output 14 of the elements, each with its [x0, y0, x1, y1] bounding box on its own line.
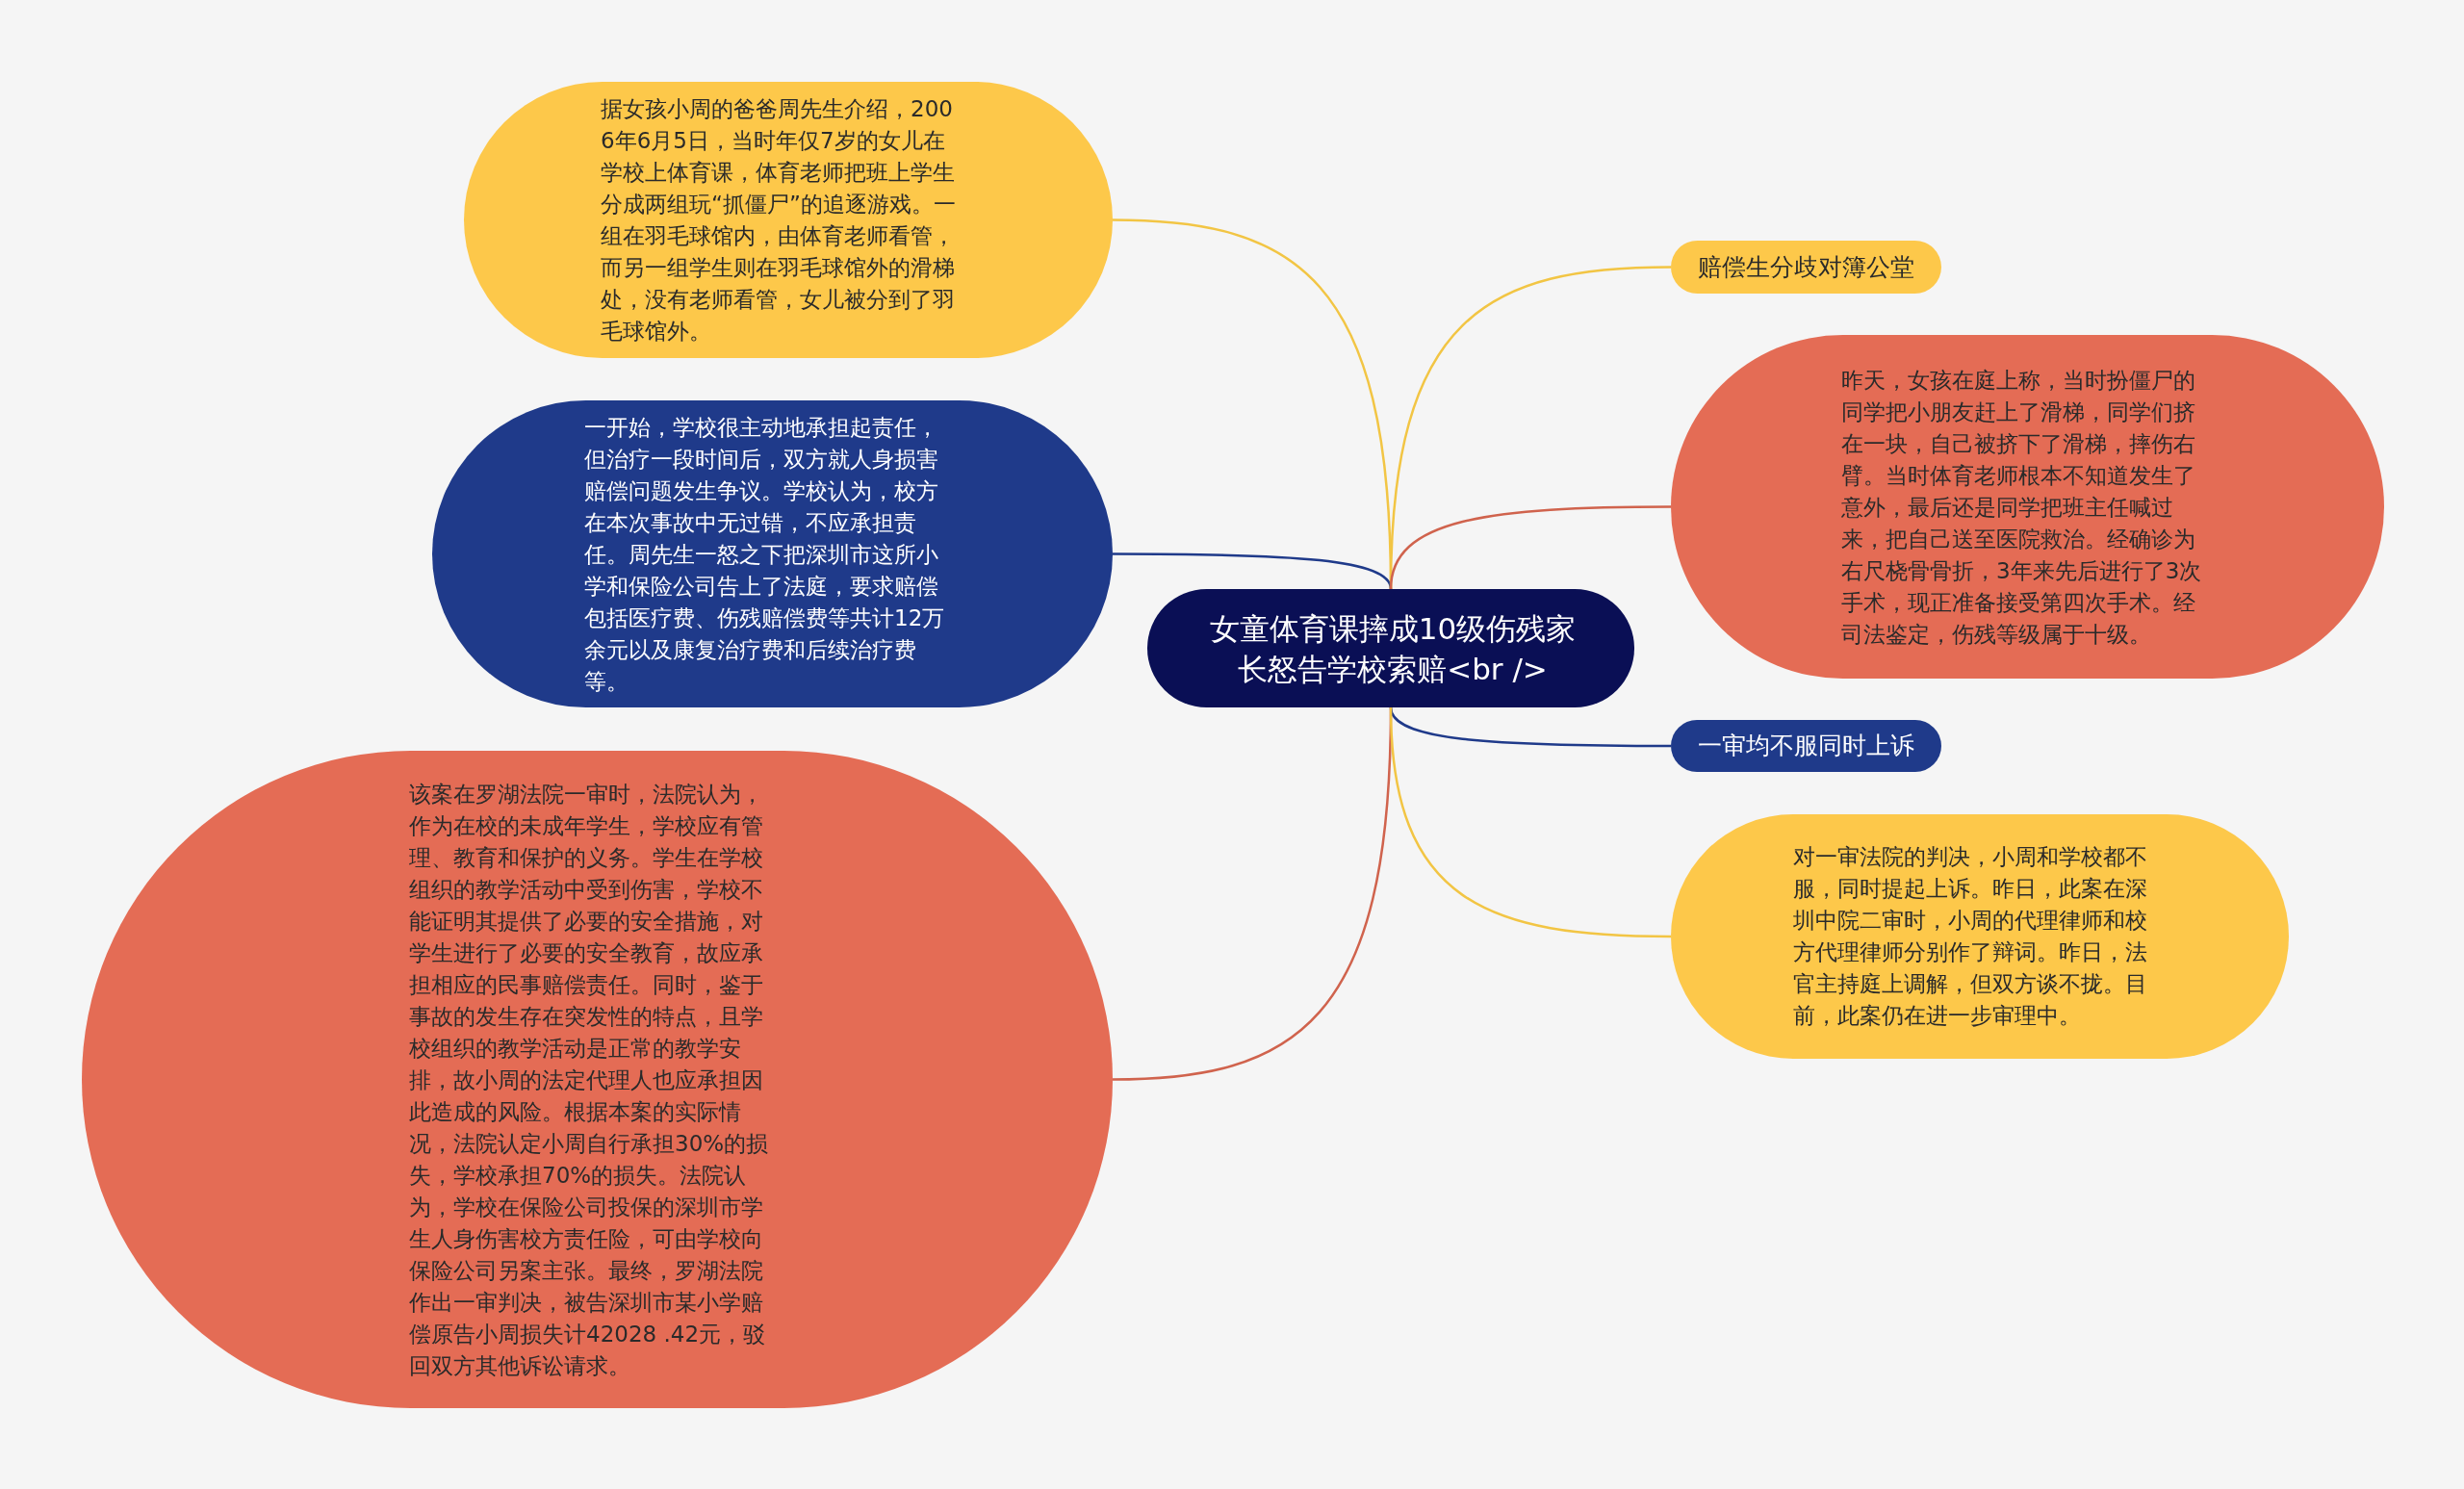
connector: [1389, 706, 1672, 938]
connector: [1389, 505, 1671, 590]
connector: [1389, 706, 1671, 748]
topic-text: 据女孩小周的爸爸周先生介绍，2006年6月5日，当时年仅7岁的女儿在学校上体育课，体育老师把班上学生分成两组玩“抓僵尸”的追逐游戏。一组在羽毛球馆内，由体育老师看管，而另一组学生则在羽毛球馆外的滑梯处，没有老师看管，女儿被分到了羽毛球馆外。: [601, 94, 957, 346]
topic-text: 昨天，女孩在庭上称，当时扮僵尸的同学把小朋友赶上了滑梯，同学们挤在一块，自己被挤下了滑梯，摔伤右臂。当时体育老师根本不知道发生了意外，最后还是同学把班主任喊过来，把自己送至医院救治。经确诊为右尺桡骨骨折，3年来先后进行了3次手术，现正准备接受第四次手术。经司法鉴定，伤残等级属于十级。: [1841, 366, 2203, 648]
topic-pill: [1671, 720, 1941, 772]
topic-pill: [1671, 241, 1941, 294]
topic-text: 该案在罗湖法院一审时，法院认为，作为在校的未成年学生，学校应有管理、教育和保护的义务。学生在学校组织的教学活动中受到伤害，学校不能证明其提供了必要的安全措施，对学生进行了必要的安全教育，故应承担相应的民事赔偿责任。同时，鉴于事故的发生存在突发性的特点，且学校组织的教学活动是正常的教学安排，故小周的法定代理人也应承担因此造成的风险。根据本案的实际情况，法院认定小周自行承担30%的损失，学校承担70%的损失。法院认为，学校在保险公司投保的深圳市学生人身伤害校方责任险，可由学校向保险公司另案主张。最终，罗湖法院作出一审判决，被告深圳市某小学赔偿原告小周损失计42028 .42元，驳回双方其他诉讼请求。: [409, 780, 770, 1379]
topic-text: 赔偿生分歧对簿公堂: [1698, 251, 1915, 283]
topic-text: 对一审法院的判决，小周和学校都不服，同时提起上诉。昨日，此案在深圳中院二审时，小周的代理律师和校方代理律师分别作了辩词。昨日，法官主持庭上调解，但双方谈不拢。目前，此案仍在进一步审理中。: [1793, 843, 2148, 1030]
topic-text: 一开始，学校很主动地承担起责任，但治疗一段时间后，双方就人身损害赔偿问题发生争议。学校认为，校方在本次事故中无过错，不应承担责任。周先生一怒之下把深圳市这所小学和保险公司告上了法庭，要求赔偿包括医疗费、伤残赔偿费等共计12万余元以及康复治疗费和后续治疗费等。: [584, 413, 946, 695]
topic-title: 女童体育课摔成10级伤残家长怒告学校索赔<br />: [1208, 609, 1578, 688]
connector: [1113, 552, 1393, 590]
topic-text: 一审均不服同时上诉: [1698, 731, 1915, 761]
